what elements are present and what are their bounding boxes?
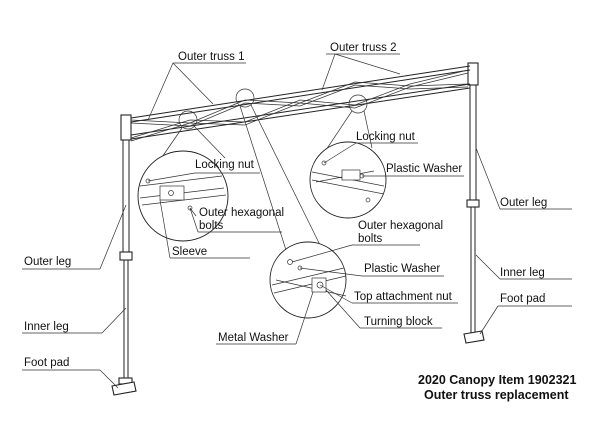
detail-right [309,141,387,219]
label-plastic-washer-center: Plastic Washer [364,263,440,275]
label-turning-block: Turning block [364,316,433,328]
label-locking-nut-left: Locking nut [195,159,255,171]
detail-connectors [159,104,373,251]
label-top-attachment-nut: Top attachment nut [354,291,453,303]
label-metal-washer: Metal Washer [218,332,289,344]
label-outer-hex-bolts-center-2: bolts [358,233,383,245]
caption-line-2: Outer truss replacement [424,388,569,402]
label-foot-pad-left: Foot pad [24,357,69,369]
label-outer-hex-bolts-center-1: Outer hexagonal [358,220,443,232]
label-outer-leg-right: Outer leg [500,197,547,209]
leader-lines [22,53,572,389]
labels: Outer truss 1 Outer truss 2 Locking nut … [24,42,547,369]
label-outer-truss-2: Outer truss 2 [330,42,396,54]
label-outer-hex-bolts-left-2: bolts [199,220,224,232]
label-outer-leg-left: Outer leg [24,256,71,268]
right-leg [463,62,485,344]
detail-center [269,241,347,319]
label-locking-nut-top: Locking nut [356,131,416,143]
label-inner-leg-right: Inner leg [500,267,545,279]
detail-left [137,150,229,242]
caption: 2020 Canopy Item 1902321 Outer truss rep… [418,373,576,402]
label-outer-hex-bolts-left-1: Outer hexagonal [199,207,284,219]
label-foot-pad-right: Foot pad [500,293,545,305]
canopy-frame [111,62,485,396]
scissor-truss [130,69,469,142]
label-outer-truss-1: Outer truss 1 [178,51,244,63]
label-sleeve: Sleeve [172,246,207,258]
left-leg [111,114,137,396]
label-inner-leg-left: Inner leg [24,321,69,333]
label-plastic-washer-top: Plastic Washer [386,163,462,175]
top-rails [130,65,471,140]
caption-line-1: 2020 Canopy Item 1902321 [418,373,576,387]
